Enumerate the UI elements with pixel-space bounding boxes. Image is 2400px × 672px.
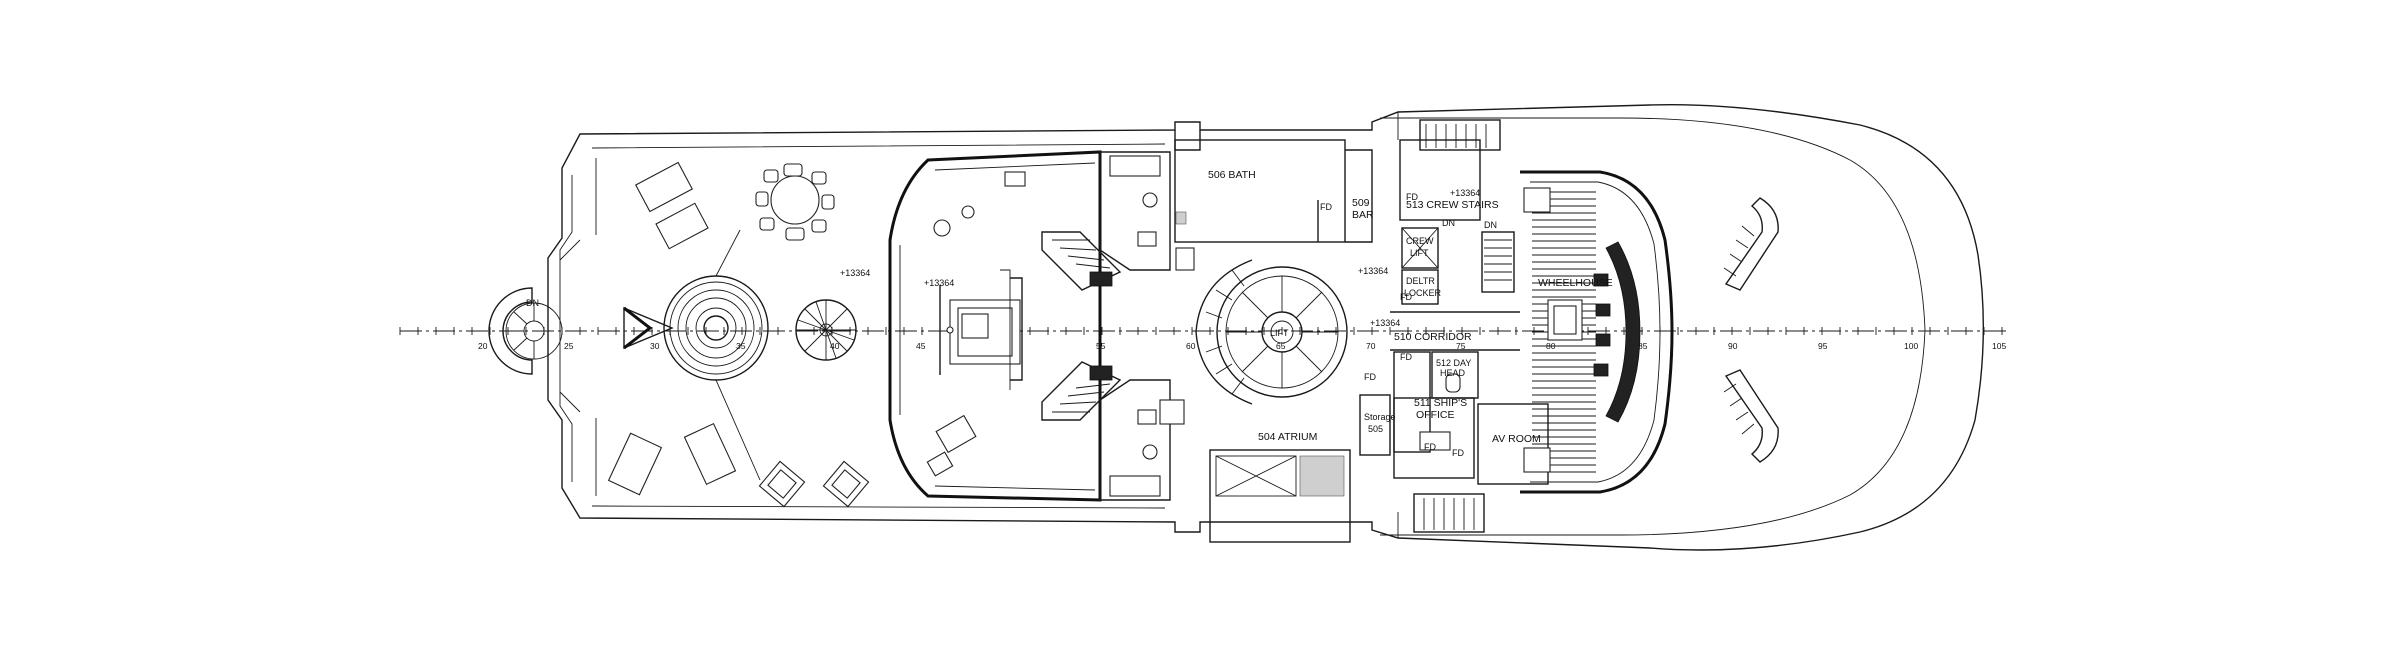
- room-storage-1: Storage: [1364, 412, 1396, 422]
- axis-label-75: 75: [1456, 341, 1466, 351]
- elevation-marks: +13364 +13364 +13364 +13364 +13364: [840, 188, 1480, 328]
- room-av: AV ROOM: [1492, 433, 1541, 445]
- room-506-bath: 506 BATH: [1208, 169, 1256, 181]
- stair-mark-dn-crew: DN: [1442, 218, 1455, 228]
- door-tag-fd-storage: FD: [1364, 372, 1376, 382]
- room-deltr-1: DELTR: [1406, 276, 1435, 286]
- axis-label-95: 95: [1818, 341, 1828, 351]
- axis-label-100: 100: [1904, 341, 1918, 351]
- aft-deck: DN: [488, 161, 870, 508]
- stair-mark-dn-aft: DN: [526, 298, 539, 308]
- door-tag-fd-av: FD: [1452, 448, 1464, 458]
- spiral-stair-aft: DN: [488, 287, 563, 375]
- stair-starboard: [1041, 231, 1122, 291]
- centerline-axis: 20 25 30 35 40 45 50 55 60 65 70 75 80 8…: [399, 327, 2010, 351]
- armchairs: [758, 460, 870, 508]
- room-504-atrium: 504 ATRIUM: [1258, 431, 1317, 443]
- hull-outline: [547, 103, 1985, 551]
- room-513-crew-stairs: 513 CREW STAIRS: [1406, 199, 1499, 211]
- door-tag-fd-bar: FD: [1320, 202, 1332, 212]
- room-511-office: OFFICE: [1416, 409, 1455, 421]
- salon-sofa: [949, 277, 1023, 381]
- room-512-head: HEAD: [1440, 368, 1466, 378]
- elevation-3: +13364: [1358, 266, 1388, 276]
- door-tag-fd-office-2: FD: [1424, 442, 1436, 452]
- room-511-ships: 511 SHIP'S: [1414, 397, 1467, 409]
- wheelhouse: WHEELHOUSE: [1520, 170, 1674, 494]
- room-storage-2: 505: [1368, 424, 1383, 434]
- wheelhouse-deck-planking: [1532, 191, 1596, 473]
- door-tag-fd-corridor: FD: [1400, 292, 1412, 302]
- stair-mark-dn-fwd: DN: [1484, 220, 1497, 230]
- dining-table: [755, 163, 835, 241]
- room-509-bar: BAR: [1352, 209, 1374, 221]
- central-spiral-stair: LIFT: [1195, 259, 1348, 405]
- mid-cabins: [1041, 151, 1195, 501]
- elevation-5: +13364: [1450, 188, 1480, 198]
- elevation-4: +13364: [1370, 318, 1400, 328]
- axis-label-90: 90: [1728, 341, 1738, 351]
- axis-label-65: 65: [1276, 341, 1286, 351]
- main-salon: [888, 150, 1102, 502]
- door-tag-fd-crew: FD: [1406, 192, 1418, 202]
- helm-chairs: [1593, 273, 1611, 377]
- room-deltr-2: LOCKER: [1404, 288, 1442, 298]
- axis-label-30: 30: [650, 341, 660, 351]
- foredeck: [1723, 197, 1779, 463]
- axis-label-40: 40: [830, 341, 840, 351]
- room-512-day: 512 DAY: [1436, 358, 1471, 368]
- atrium: 504 ATRIUM Storage 505 FD: [1209, 372, 1396, 543]
- axis-label-20: 20: [478, 341, 488, 351]
- axis-label-45: 45: [916, 341, 926, 351]
- room-wheelhouse: WHEELHOUSE: [1538, 277, 1613, 289]
- elevation-2: +13364: [924, 278, 954, 288]
- sun-loungers-starboard: [635, 161, 709, 250]
- axis-label-25: 25: [564, 341, 574, 351]
- room-509-no: 509: [1352, 197, 1370, 209]
- axis-label-105: 105: [1992, 341, 2006, 351]
- axis-label-35: 35: [736, 341, 746, 351]
- axis-label-70: 70: [1366, 341, 1376, 351]
- room-crew-lift-1: CREW: [1406, 236, 1434, 246]
- axis-label-60: 60: [1186, 341, 1196, 351]
- jacuzzi: [623, 275, 769, 381]
- sun-loungers-port: [607, 422, 737, 496]
- door-tag-fd-office: FD: [1400, 352, 1412, 362]
- room-510-corridor: 510 CORRIDOR: [1394, 331, 1472, 343]
- crew-zone: 513 CREW STAIRS FD CREW LIFT DN DELTR LO…: [1390, 119, 1549, 533]
- stair-port: [1041, 361, 1122, 421]
- lift-label: LIFT: [1270, 328, 1289, 338]
- spiral-stair-deck: [795, 299, 857, 361]
- room-crew-lift-2: LIFT: [1410, 248, 1429, 258]
- bath-bar-block: 506 BATH 509 BAR FD: [1174, 130, 1374, 243]
- axis-label-85: 85: [1638, 341, 1648, 351]
- elevation-1: +13364: [840, 268, 870, 278]
